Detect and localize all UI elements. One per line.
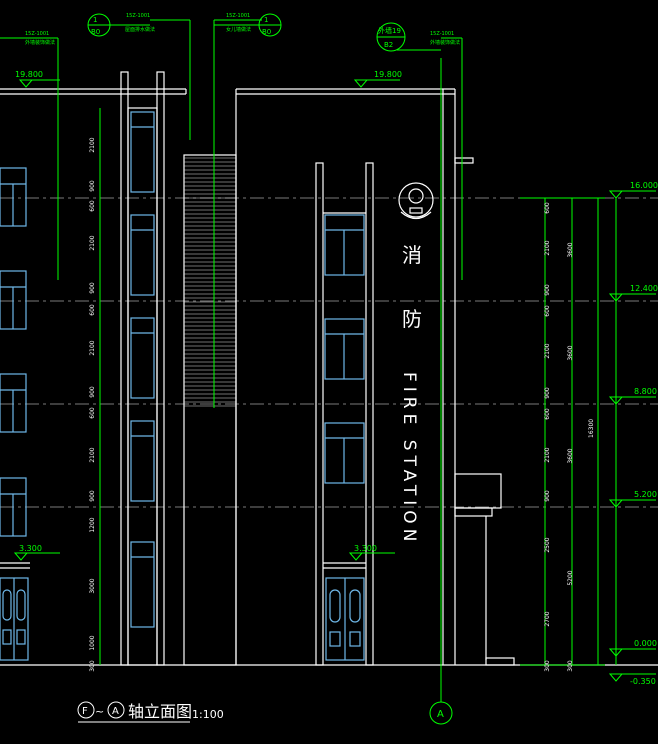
title-scale: 1:100 xyxy=(192,708,224,721)
dim-left-2: 600 xyxy=(89,200,96,212)
dim-left-12: 3000 xyxy=(89,578,96,593)
callout-2-ref: 15Z-1001 xyxy=(226,13,250,19)
dim-left-7: 900 xyxy=(89,386,96,398)
callout-2-note: 女儿墙做法 xyxy=(226,26,251,33)
pilaster-windows xyxy=(130,111,155,628)
axis-a-line xyxy=(397,37,463,725)
labels: 1 B0 15Z-1001 屋面排水做法 1 B0 15Z-1001 女儿墙做法… xyxy=(15,13,658,720)
level-right-6: -0.350 xyxy=(630,677,656,686)
right-dimensions-mid: 3600 3600 3600 5200 300 xyxy=(567,242,574,672)
callout-3-bottom: B2 xyxy=(384,41,393,49)
level-mid-bottom: 3.300 xyxy=(354,544,377,553)
dim-right-mid-3: 5200 xyxy=(567,570,574,585)
left-callout-leader xyxy=(0,37,59,280)
dim-left-10: 900 xyxy=(89,490,96,502)
dim-right-inner-6: 600 xyxy=(544,408,551,420)
level-left-top: 19.800 xyxy=(15,70,43,79)
dim-left-8: 600 xyxy=(89,407,96,419)
callout-3-top: 外墙19 xyxy=(378,26,401,35)
emblem-icon xyxy=(398,182,434,220)
dim-left-13: 1000 xyxy=(89,635,96,650)
sign-cn-1: 消 xyxy=(402,243,422,267)
level-right-5: 0.000 xyxy=(634,639,657,648)
dim-left-4: 900 xyxy=(89,282,96,294)
callout-2-top: 1 xyxy=(264,16,268,24)
dim-right-mid-2: 3600 xyxy=(567,448,574,463)
title-axis-to: A xyxy=(112,706,119,717)
dim-left-9: 2100 xyxy=(89,447,96,462)
drawing-title: F ~ A 轴立面图 1:100 xyxy=(77,701,224,723)
middle-callout-leaders xyxy=(150,19,262,408)
dim-right-inner-0: 600 xyxy=(544,202,551,214)
sign-cn-2: 防 xyxy=(402,307,422,331)
pilasters xyxy=(120,71,165,666)
dim-right-inner-2: 900 xyxy=(544,284,551,296)
callout-2-bottom: B0 xyxy=(262,28,271,36)
left-callout-ref: 15Z-1001 xyxy=(25,31,49,37)
dim-right-inner-7: 2100 xyxy=(544,447,551,462)
dim-right-inner-10: 2700 xyxy=(544,611,551,626)
level-right-3: 8.800 xyxy=(634,387,657,396)
dim-left-6: 2100 xyxy=(89,340,96,355)
dim-right-inner-5: 900 xyxy=(544,387,551,399)
dim-right-mid-0: 3600 xyxy=(567,242,574,257)
dim-left-5: 600 xyxy=(89,304,96,316)
left-windows xyxy=(0,167,27,537)
dim-right-mid-4: 300 xyxy=(567,660,574,672)
title-tilde: ~ xyxy=(95,705,104,718)
left-callout-note: 外墙装饰做法 xyxy=(25,39,55,46)
sign-en: FIRE STATION xyxy=(399,372,419,546)
dim-right-inner-4: 2100 xyxy=(544,343,551,358)
callout-1-ref: 15Z-1001 xyxy=(126,13,150,19)
dim-left-3: 2100 xyxy=(89,235,96,250)
level-left-bottom: 3.300 xyxy=(19,544,42,553)
sign-tower xyxy=(442,89,515,666)
callout-3-ref: 15Z-1001 xyxy=(430,31,454,37)
top-callout-circles xyxy=(87,13,406,52)
dim-right-mid-1: 3600 xyxy=(567,345,574,360)
dim-right-inner-11: 300 xyxy=(544,660,551,672)
louvre-panel xyxy=(183,154,237,666)
level-mid-top: 19.800 xyxy=(374,70,402,79)
dim-right-inner-3: 600 xyxy=(544,305,551,317)
left-dimensions: 2100 900 600 2100 900 600 2100 900 600 2100 900 120… xyxy=(89,137,96,672)
dim-left-1: 900 xyxy=(89,180,96,192)
left-level-markers xyxy=(13,79,400,561)
dim-left-14: 300 xyxy=(89,660,96,672)
dim-right-inner-9: 2500 xyxy=(544,537,551,552)
middle-building xyxy=(235,88,456,666)
left-doors xyxy=(0,577,29,661)
level-right-1: 16.000 xyxy=(630,181,658,190)
title-axis-from: F xyxy=(82,706,88,717)
title-text: 轴立面图 xyxy=(128,702,192,721)
level-right-4: 5.200 xyxy=(634,490,657,499)
dim-left-11: 1200 xyxy=(89,517,96,532)
dim-total: 16300 xyxy=(588,419,595,438)
middle-doors xyxy=(325,577,365,661)
axis-a-label: A xyxy=(437,709,444,720)
floor-guide-lines xyxy=(0,197,658,508)
dim-right-inner-8: 900 xyxy=(544,490,551,502)
callout-1-bottom: B0 xyxy=(91,28,100,36)
dim-right-inner-1: 2100 xyxy=(544,240,551,255)
level-right-2: 12.400 xyxy=(630,284,658,293)
dim-left-0: 2100 xyxy=(89,137,96,152)
callout-1-note: 屋面排水做法 xyxy=(125,26,155,33)
right-level-markers xyxy=(608,190,656,682)
right-dimensions-inner: 600 2100 900 600 2100 900 600 2100 900 2500 2700 30… xyxy=(544,202,551,672)
callout-1-top: 1 xyxy=(93,16,97,24)
callout-3-note: 外墙装饰做法 xyxy=(430,39,460,46)
middle-windows xyxy=(324,214,365,484)
right-dim-lines xyxy=(520,197,605,666)
